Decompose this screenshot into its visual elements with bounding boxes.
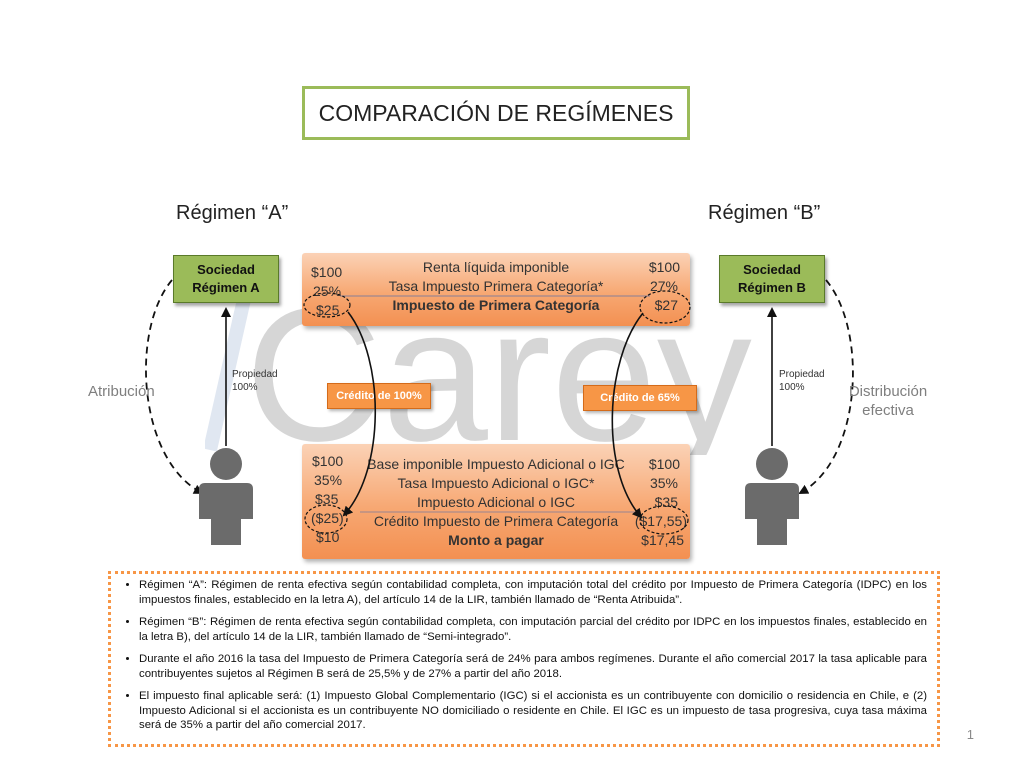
propiedad-b-label: Propiedad 100%	[779, 368, 825, 394]
sociedad-regimen-b-box: Sociedad Régimen B	[719, 255, 825, 303]
sociedad-b-line2: Régimen B	[738, 280, 806, 295]
sociedad-a-line2: Régimen A	[192, 280, 260, 295]
note-item: El impuesto final aplicable será: (1) Im…	[139, 689, 927, 733]
ellipse-top-left	[303, 292, 351, 318]
top-left-value-3: $25	[316, 302, 340, 318]
distribucion-arrow	[798, 279, 854, 494]
ellipse-bottom-left	[304, 504, 348, 534]
top-right-value-3: $27	[654, 297, 678, 313]
top-right-value-1: $100	[648, 259, 680, 275]
top-right-value-2: 27%	[649, 278, 678, 294]
bottom-left-value-2: 35%	[314, 472, 343, 488]
sociedad-a-line1: Sociedad	[197, 262, 255, 277]
propiedad-a-line2: 100%	[232, 382, 258, 393]
credito-100-label: Crédito de 100%	[327, 383, 431, 409]
propiedad-b-line1: Propiedad	[779, 369, 825, 380]
bottom-right-value-2: 35%	[649, 475, 678, 491]
bottom-label-2: Tasa Impuesto Adicional o IGC*	[397, 475, 595, 491]
bottom-left-value-1: $100	[312, 453, 344, 469]
page-number: 1	[966, 727, 974, 742]
top-left-value-1: $100	[311, 264, 343, 280]
bottom-right-value-1: $100	[648, 456, 680, 472]
bottom-left-value-3: $35	[315, 491, 339, 507]
propiedad-b-line2: 100%	[779, 382, 805, 393]
bottom-label-5: Monto a pagar	[448, 532, 544, 548]
atribucion-arrow	[145, 279, 204, 494]
top-label-1: Renta líquida imponible	[422, 259, 570, 275]
person-b-icon	[745, 448, 799, 545]
note-item: Durante el año 2016 la tasa del Impuesto…	[139, 652, 927, 681]
credito-65-label: Crédito de 65%	[583, 385, 697, 411]
notes-list: Régimen “A”: Régimen de renta efectiva s…	[121, 578, 927, 733]
page-title-text: COMPARACIÓN DE REGÍMENES	[318, 99, 674, 126]
bottom-label-3: Impuesto Adicional o IGC	[417, 494, 575, 510]
sociedad-regimen-a-box: Sociedad Régimen A	[173, 255, 279, 303]
note-item: Régimen “B”: Régimen de renta efectiva s…	[139, 615, 927, 644]
atribucion-label: Atribución	[88, 383, 155, 400]
propiedad-a-label: Propiedad 100%	[232, 368, 278, 394]
bottom-tax-box: $100 35% $35 ($25) $10 Base imponible Im…	[302, 444, 690, 559]
regimen-a-heading: Régimen “A”	[176, 202, 289, 224]
person-a-icon	[199, 448, 253, 545]
distribucion-efectiva-label: Distribución efectiva	[846, 382, 930, 420]
ellipse-bottom-right	[639, 505, 689, 535]
bottom-right-value-4: ($17,55)	[634, 513, 687, 529]
bottom-label-4: Crédito Impuesto de Primera Categoría	[373, 513, 619, 529]
credito-100-curve	[342, 311, 377, 517]
bottom-right-value-5: $17,45	[641, 532, 684, 548]
page-title: COMPARACIÓN DE REGÍMENES	[302, 86, 690, 140]
credito-65-curve	[611, 312, 644, 519]
sociedad-b-line1: Sociedad	[743, 262, 801, 277]
top-label-2: Tasa Impuesto Primera Categoría*	[388, 278, 604, 294]
note-item: Régimen “A”: Régimen de renta efectiva s…	[139, 578, 927, 607]
distribucion-line1: Distribución	[848, 383, 928, 400]
top-label-3: Impuesto de Primera Categoría	[392, 297, 600, 313]
bottom-left-value-4: ($25)	[311, 510, 344, 526]
regimen-b-heading: Régimen “B”	[708, 202, 821, 224]
distribucion-line2: efectiva	[862, 402, 914, 419]
bottom-label-1: Base imponible Impuesto Adicional o IGC	[367, 456, 625, 472]
top-tax-box: $100 25% $25 Renta líquida imponible Tas…	[302, 253, 690, 326]
top-left-value-2: 25%	[313, 283, 342, 299]
propiedad-a-line1: Propiedad	[232, 369, 278, 380]
notes-box: Régimen “A”: Régimen de renta efectiva s…	[108, 571, 940, 747]
ellipse-top-right	[639, 290, 691, 324]
